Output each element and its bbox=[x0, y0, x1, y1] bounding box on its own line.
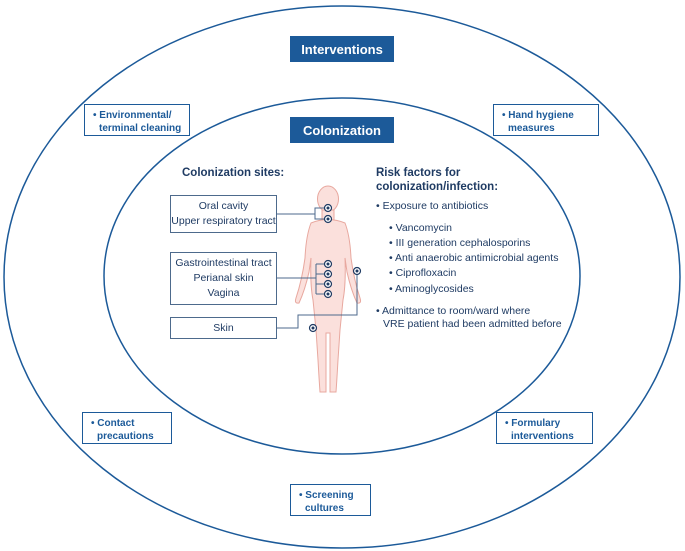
risk-factors-heading: Risk factors for colonization/infection: bbox=[376, 166, 498, 194]
site-skin: Skin bbox=[213, 321, 234, 334]
site-box-gastrointestinal: Gastrointestinal tract Perianal skin Vag… bbox=[170, 252, 277, 305]
risk-factors-heading-line-1: Risk factors for bbox=[376, 167, 461, 179]
hand-hygiene-line-2: measures bbox=[508, 123, 555, 134]
site-gastrointestinal: Gastrointestinal tract bbox=[175, 257, 272, 269]
screening-cultures-box: • Screening cultures bbox=[290, 484, 371, 516]
drug-vancomycin: • Vancomycin bbox=[389, 222, 453, 234]
site-vagina: Vagina bbox=[207, 287, 240, 299]
risk-admittance-line-2: VRE patient had been admitted before bbox=[383, 318, 562, 330]
formulary-interventions-box: • Formulary interventions bbox=[496, 412, 593, 444]
risk-admittance: • Admittance to room/ward where VRE pati… bbox=[376, 305, 562, 331]
hand-hygiene-line-1: • Hand hygiene bbox=[502, 110, 574, 121]
site-markers bbox=[308, 203, 362, 333]
drug-anti-anaerobic: • Anti anaerobic antimicrobial agents bbox=[389, 252, 559, 264]
interventions-header: Interventions bbox=[290, 36, 394, 62]
site-box-skin: Skin bbox=[170, 317, 277, 339]
contact-line-2: precautions bbox=[97, 431, 154, 442]
drug-aminoglycosides: • Aminoglycosides bbox=[389, 283, 474, 295]
interventions-title: Interventions bbox=[301, 41, 383, 57]
contact-precautions-box: • Contact precautions bbox=[82, 412, 172, 444]
colonization-header: Colonization bbox=[290, 117, 394, 143]
contact-line-1: • Contact bbox=[91, 418, 135, 429]
environmental-line-2: terminal cleaning bbox=[99, 123, 182, 134]
risk-factors-heading-line-2: colonization/infection: bbox=[376, 181, 499, 193]
colonization-sites-heading: Colonization sites: bbox=[182, 167, 285, 179]
risk-antibiotics: • Exposure to antibiotics bbox=[376, 200, 489, 212]
colonization-title: Colonization bbox=[303, 122, 381, 138]
site-oral-cavity: Oral cavity bbox=[198, 200, 249, 212]
drug-ciprofloxacin: • Ciprofloxacin bbox=[389, 267, 457, 279]
environmental-line-1: • Environmental/ bbox=[93, 110, 172, 121]
site-perianal-skin: Perianal skin bbox=[193, 272, 254, 284]
site-upper-respiratory: Upper respiratory tract bbox=[171, 215, 276, 227]
environmental-cleaning-box: • Environmental/ terminal cleaning bbox=[84, 104, 190, 136]
risk-admittance-line-1: • Admittance to room/ward where bbox=[376, 305, 531, 317]
screening-line-2: cultures bbox=[305, 503, 344, 514]
formulary-line-2: interventions bbox=[511, 431, 574, 442]
drug-cephalosporins: • III generation cephalosporins bbox=[389, 237, 531, 249]
hand-hygiene-box: • Hand hygiene measures bbox=[493, 104, 599, 136]
formulary-line-1: • Formulary bbox=[505, 418, 561, 429]
screening-line-1: • Screening bbox=[299, 490, 354, 501]
site-box-oral: Oral cavity Upper respiratory tract bbox=[170, 195, 277, 233]
